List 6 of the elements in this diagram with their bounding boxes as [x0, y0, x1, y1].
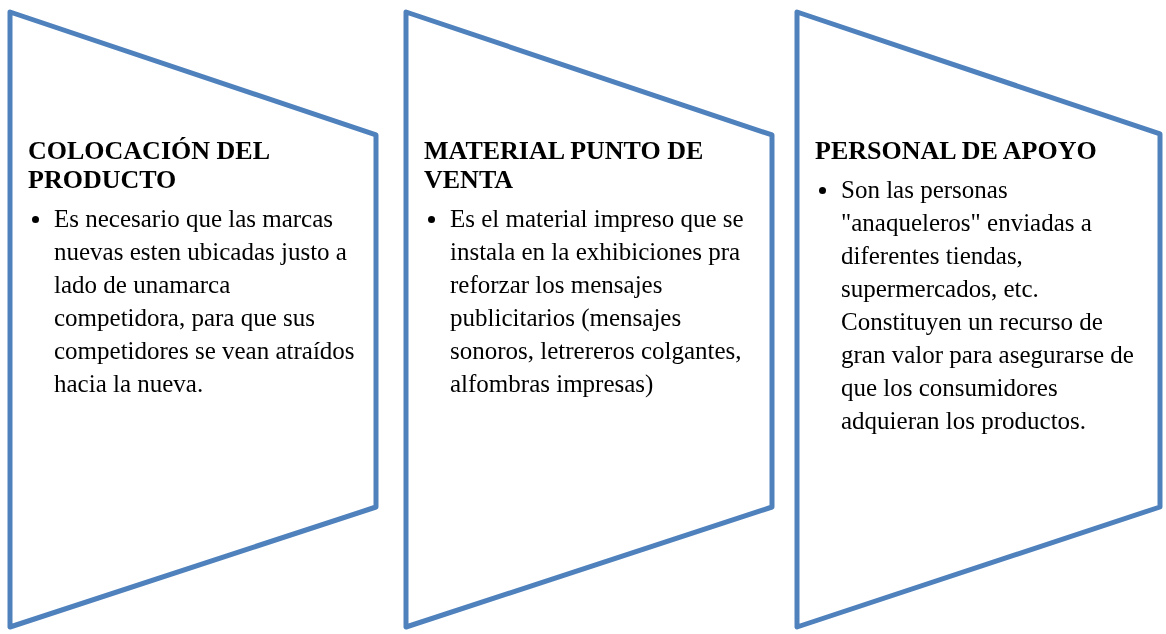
bullet-text: Es necesario que las marcas nuevas esten ubicadas justo a lado de unamarca competidora, para que sus competidores se vean atraídos hacia la nueva.: [54, 204, 356, 399]
bullet-text: Es el material impreso que se instala en la exhibiciones pra reforzar los mensajes publicitarios (mensajes sonoros, letrereros colgantes, alfombras impresas): [450, 204, 745, 399]
bullet-text: Son las personas "anaqueleros" enviadas a diferentes tiendas, supermercados, etc. Constituyen un recurso de gran valor para asegurarse de que los consumidores adquieran los productos.: [841, 175, 1135, 436]
panel-heading: MATERIAL PUNTO DE VENTA: [424, 136, 705, 194]
panel-heading: COLOCACIÓN DEL PRODUCTO: [28, 136, 270, 194]
panel-heading: PERSONAL DE APOYO: [815, 136, 1098, 165]
